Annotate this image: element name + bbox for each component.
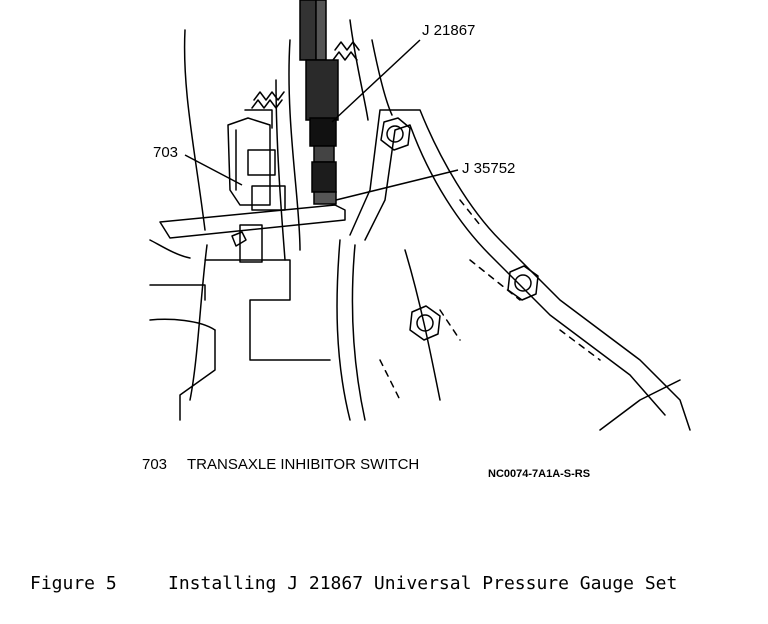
illustration-code: NC0074-7A1A-S-RS: [488, 468, 591, 480]
figure-title: Installing J 21867 Universal Pressure Ga…: [168, 573, 678, 594]
leader-j21867: [331, 39, 421, 123]
callout-j21867: J 21867: [422, 22, 476, 39]
legend-number: 703: [142, 456, 168, 473]
figure-label: Figure 5: [30, 573, 117, 594]
leader-j35752: [335, 169, 459, 201]
callout-j35752: J 35752: [462, 160, 516, 177]
leader-703: [184, 154, 243, 186]
callout-703: 703: [153, 144, 179, 161]
legend-text: TRANSAXLE INHIBITOR SWITCH: [187, 456, 420, 473]
